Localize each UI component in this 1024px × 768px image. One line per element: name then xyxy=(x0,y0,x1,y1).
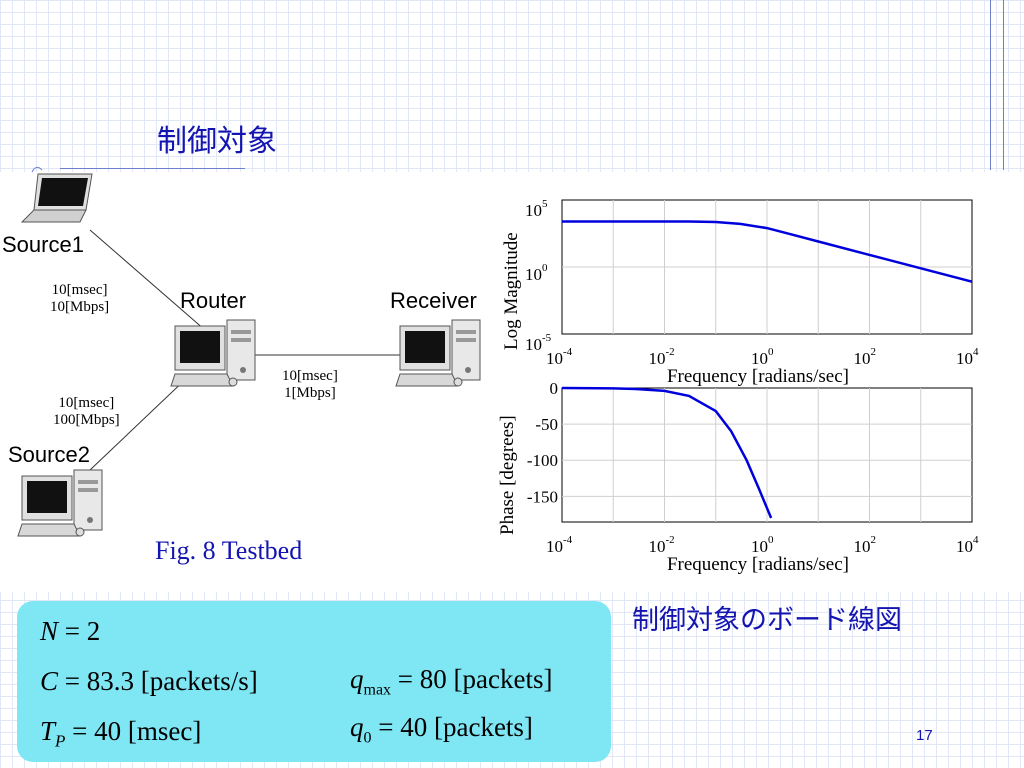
bode-caption: 制御対象のボード線図 xyxy=(632,605,902,636)
phase-xlabel: Frequency [radians/sec] xyxy=(667,554,849,575)
testbed-diagram xyxy=(17,166,481,537)
parameter-box xyxy=(17,601,611,762)
magnitude-ytick: 105 xyxy=(525,198,548,220)
source2-label: Source2 xyxy=(8,442,90,467)
link-source2-router xyxy=(89,374,191,471)
page-number: 17 xyxy=(916,727,933,744)
magnitude-ytick: 10-5 xyxy=(525,332,552,354)
phase-ytick: -150 xyxy=(527,487,558,506)
decor-line xyxy=(1003,0,1004,170)
decor-line xyxy=(990,0,991,170)
phase-xtick: 10-4 xyxy=(546,534,573,556)
param-qmax: qmax = 80 [packets] xyxy=(350,664,553,699)
receiver-label: Receiver xyxy=(390,288,477,313)
title-underline xyxy=(60,168,245,169)
magnitude-xlabel: Frequency [radians/sec] xyxy=(667,366,849,387)
phase-ylabel: Phase [degrees] xyxy=(497,415,518,535)
phase-xtick: 10-2 xyxy=(649,534,675,556)
receiver-computer-icon xyxy=(395,319,481,387)
laptop-icon xyxy=(20,166,93,223)
phase-xtick: 102 xyxy=(854,534,877,556)
phase-xtick: 100 xyxy=(751,534,774,556)
phase-ytick: 0 xyxy=(550,379,559,398)
param-n: N = 2 xyxy=(40,616,101,646)
router-label: Router xyxy=(180,288,247,313)
link-label-receiver: 10[msec] 1[Mbps] xyxy=(282,368,338,401)
link-label-source1: 10[msec] 10[Mbps] xyxy=(50,282,110,315)
slide-title: 制御対象 xyxy=(157,124,277,159)
phase-series-line xyxy=(561,386,773,519)
source2-computer-icon xyxy=(17,469,103,537)
param-tp: TP = 40 [msec] xyxy=(40,716,202,751)
magnitude-xtick: 10-2 xyxy=(649,346,675,368)
testbed-caption: Fig. 8 Testbed xyxy=(155,536,303,565)
magnitude-xtick: 102 xyxy=(854,346,877,368)
phase-ytick: -50 xyxy=(535,415,558,434)
phase-ytick: -100 xyxy=(527,451,558,470)
magnitude-ylabel: Log Magnitude xyxy=(501,232,522,350)
param-q0: q0 = 40 [packets] xyxy=(350,712,533,747)
router-computer-icon xyxy=(170,319,256,387)
magnitude-xtick: 10-4 xyxy=(546,346,573,368)
phase-xtick: 104 xyxy=(956,534,979,556)
magnitude-ytick: 100 xyxy=(525,262,548,284)
source1-label: Source1 xyxy=(2,232,84,257)
magnitude-xtick: 104 xyxy=(956,346,979,368)
magnitude-xtick: 100 xyxy=(751,346,774,368)
link-source1-router xyxy=(89,229,206,331)
link-label-source2: 10[msec] 100[Mbps] xyxy=(53,395,120,428)
param-c: C = 83.3 [packets/s] xyxy=(40,666,258,696)
magnitude-series-line xyxy=(562,220,973,283)
